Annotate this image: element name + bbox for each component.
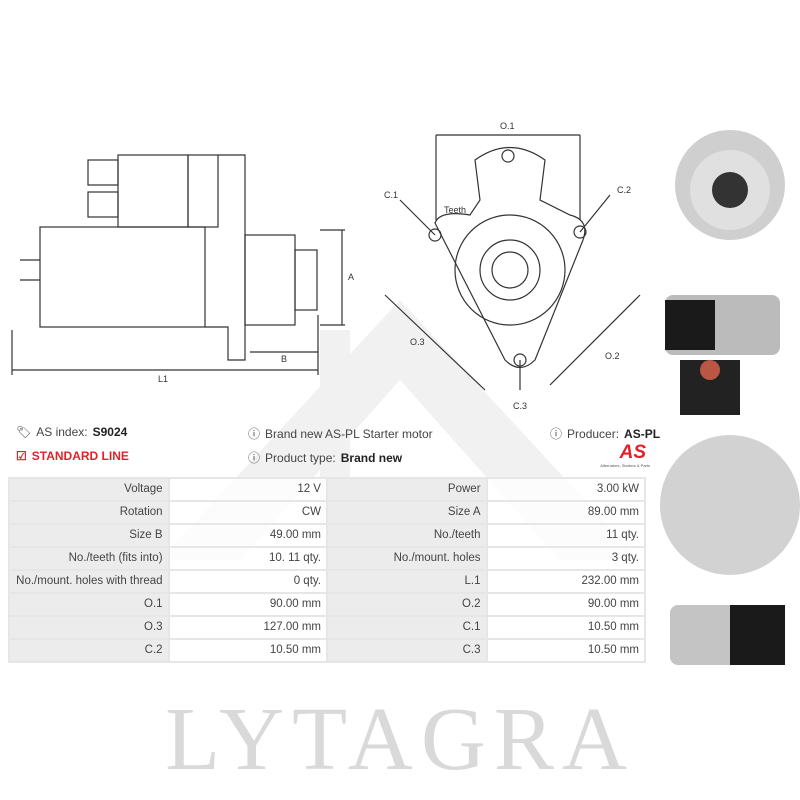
- spec-value: 10.50 mm: [485, 638, 647, 663]
- spec-value: 90.00 mm: [167, 592, 328, 617]
- product-type: ⓘ Product type: Brand new: [248, 450, 403, 466]
- info-icon: ⓘ: [248, 427, 261, 441]
- side-view-drawing: [11, 154, 345, 375]
- tags-icon: 🏷: [16, 425, 32, 439]
- info-icon: ⓘ: [550, 427, 563, 441]
- spec-label: No./mount. holes with thread: [8, 569, 170, 594]
- spec-value: 90.00 mm: [485, 592, 647, 617]
- table-row: No./teeth (fits into)10. 11 qty.No./moun…: [8, 546, 647, 571]
- description: ⓘ Brand new AS-PL Starter motor: [248, 426, 433, 442]
- spec-value: 127.00 mm: [167, 615, 328, 640]
- spec-value: 11 qty.: [485, 523, 647, 548]
- label-o1: O.1: [500, 121, 515, 131]
- standard-line-badge: ☑ STANDARD LINE: [16, 449, 129, 463]
- spec-value: 49.00 mm: [167, 523, 328, 548]
- spec-label: No./mount. holes: [325, 546, 488, 571]
- spec-value: 0 qty.: [167, 569, 328, 594]
- label-a: A: [348, 272, 355, 282]
- product-photos: [660, 130, 800, 665]
- spec-label: Size B: [8, 523, 170, 548]
- spec-value: 10.50 mm: [167, 638, 328, 663]
- spec-value: 89.00 mm: [485, 500, 647, 525]
- spec-value: 3 qty.: [485, 546, 647, 571]
- info-icon: ⓘ: [248, 451, 261, 465]
- spec-value: 10. 11 qty.: [167, 546, 328, 571]
- spec-value: 10.50 mm: [485, 615, 647, 640]
- producer: ⓘ Producer: AS-PL: [550, 426, 661, 442]
- front-view-drawing: [384, 134, 641, 391]
- label-teeth: Teeth: [444, 205, 467, 215]
- spec-label: C.3: [325, 638, 488, 663]
- as-index: 🏷 AS index: S9024: [16, 425, 128, 439]
- label-c1: C.1: [384, 190, 399, 200]
- spec-label: No./teeth: [325, 523, 488, 548]
- label-c2: C.2: [617, 185, 632, 195]
- spec-label: No./teeth (fits into): [8, 546, 170, 571]
- label-o2: O.2: [605, 351, 620, 361]
- label-b: B: [281, 354, 288, 364]
- spec-label: O.1: [8, 592, 170, 617]
- spec-value: 3.00 kW: [485, 477, 647, 502]
- label-l1: L1: [158, 374, 169, 384]
- as-pl-logo: AS Alternators, Starters & Parts: [600, 442, 650, 469]
- spec-label: C.2: [8, 638, 170, 663]
- spec-label: C.1: [325, 615, 488, 640]
- spec-label: Rotation: [8, 500, 170, 525]
- spec-label: L.1: [325, 569, 488, 594]
- spec-value: 12 V: [167, 477, 328, 502]
- label-o3: O.3: [410, 337, 425, 347]
- spec-value: 232.00 mm: [485, 569, 647, 594]
- checkbox-icon: ☑: [16, 449, 27, 463]
- spec-label: O.3: [8, 615, 170, 640]
- spec-value: CW: [167, 500, 328, 525]
- spec-label: Size A: [325, 500, 488, 525]
- spec-label: O.2: [325, 592, 488, 617]
- watermark: LYTAGRA: [165, 690, 635, 789]
- spec-label: Power: [325, 477, 488, 502]
- label-c3: C.3: [513, 401, 528, 411]
- spec-label: Voltage: [8, 477, 170, 502]
